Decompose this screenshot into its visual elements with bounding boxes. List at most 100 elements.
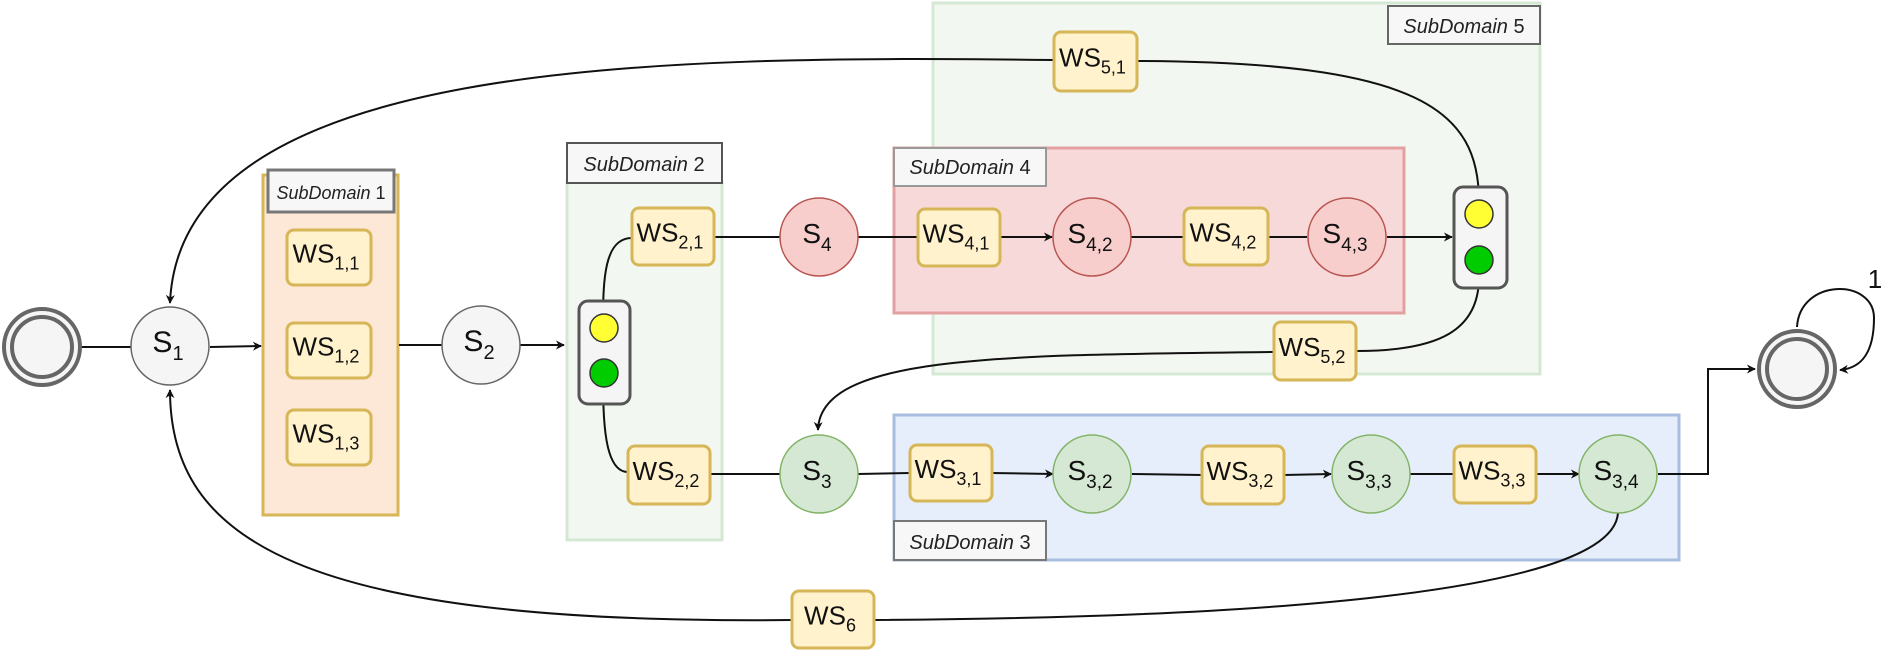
state-label: S1 — [152, 326, 183, 365]
ws-label: WS4,1 — [923, 219, 990, 254]
ws-label: WS1,1 — [293, 239, 360, 274]
ws-label: WS1,2 — [293, 332, 360, 367]
state-label: S4 — [802, 218, 832, 256]
signal-green — [1464, 245, 1494, 275]
ws-box-ws51: WS5,1 — [1052, 30, 1139, 93]
subdomain-1-tag — [266, 168, 396, 214]
state-node-s43: S4,3 — [1307, 197, 1387, 277]
ws-box-rect — [285, 321, 373, 380]
state-label: S4,3 — [1322, 218, 1367, 256]
state-node-s34: S3,4 — [1578, 434, 1658, 514]
ws-box-ws22: WS2,2 — [626, 444, 712, 506]
ws-box-ws21: WS2,1 — [630, 206, 716, 267]
subdomain-5-tag — [1387, 5, 1541, 45]
ws-label: WS3,2 — [1207, 456, 1274, 491]
edge-s34-end — [1658, 364, 1756, 475]
subdomain-4-tag — [893, 147, 1047, 187]
edge-s32-ws32 — [1131, 473, 1203, 476]
state-label: S4,2 — [1067, 218, 1112, 256]
subdomain-5-label: SubDomain 5 — [1403, 16, 1524, 38]
traffic-light-icon — [1452, 185, 1509, 290]
edge-s1-sd1 — [209, 341, 262, 351]
state-node-s4: S4 — [779, 197, 859, 277]
ws-box-ws31: WS3,1 — [908, 443, 994, 503]
subdomain-3-label: SubDomain 3 — [909, 532, 1030, 554]
ws-box-rect — [1052, 30, 1139, 93]
end-node-icon — [1757, 329, 1837, 409]
state-label: S3 — [802, 455, 831, 493]
ws-box-rect — [916, 207, 1002, 268]
edges — [81, 58, 1876, 622]
start-node-icon — [2, 307, 82, 387]
signal-yellow — [589, 313, 619, 343]
state-nodes: S1 S2 S4 S4,2 S4,3 S3 S3,2 S3,3 S3,4 — [130, 197, 1658, 514]
subdomain-1-label: SubDomain 1 — [276, 183, 385, 203]
ws-label: WS3,1 — [915, 454, 982, 489]
edge-ws31-s32 — [991, 469, 1054, 479]
state-node-s3: S3 — [779, 434, 859, 514]
ws-box-rect — [1200, 444, 1286, 506]
ws-box-rect — [285, 228, 373, 287]
state-circle — [1578, 434, 1658, 514]
state-label: S3,2 — [1067, 455, 1112, 493]
ws-box-ws42: WS4,2 — [1182, 206, 1270, 267]
subdomain-3: SubDomain 3 — [892, 413, 1681, 562]
subdomain-2-label: SubDomain 2 — [583, 154, 704, 176]
edge-ws51-s1 — [165, 58, 1055, 304]
ws-box-rect — [630, 206, 716, 267]
state-circle — [779, 197, 859, 277]
state-circle — [1331, 434, 1411, 514]
subdomain-2-tag — [566, 142, 723, 184]
edge-end-self-loop — [1796, 288, 1876, 374]
ws-box-ws33: WS3,3 — [1452, 444, 1538, 505]
ws-label: WS2,1 — [637, 218, 704, 253]
ws-box-ws52: WS5,2 — [1272, 320, 1358, 382]
ws-box-rect — [1272, 320, 1358, 382]
ws-box-ws12: WS1,2 — [285, 321, 373, 380]
edge-signal-ws52 — [1355, 274, 1481, 352]
ws-label: WS5,1 — [1059, 43, 1126, 78]
state-label: S2 — [463, 325, 494, 364]
state-circle — [1307, 197, 1387, 277]
ws-box-rect — [790, 589, 876, 650]
state-node-s1: S1 — [130, 306, 210, 386]
ws-box-ws13: WS1,3 — [285, 408, 373, 467]
edge-s34-ws6 — [873, 512, 1619, 621]
state-circle — [130, 306, 210, 386]
state-node-s2: S2 — [441, 305, 521, 385]
state-node-s42: S4,2 — [1052, 197, 1132, 277]
edge-ws6-s1 — [165, 389, 793, 622]
self-loop-label: 1 — [1868, 264, 1881, 294]
edge-ws32-s33 — [1283, 469, 1332, 479]
subdomain-3-tag — [893, 520, 1047, 561]
ws-label: WS3,3 — [1459, 456, 1526, 491]
state-node-s33: S3,3 — [1331, 434, 1411, 514]
edge-signal-ws51 — [1136, 60, 1480, 203]
ws-box-rect — [1182, 206, 1270, 267]
edge-s3-ws31 — [857, 472, 911, 475]
state-circle — [1052, 434, 1132, 514]
ws-box-ws11: WS1,1 — [285, 228, 373, 287]
ws-box-rect — [908, 443, 994, 503]
ws-box-rect — [1452, 444, 1538, 505]
signal-yellow — [1464, 199, 1494, 229]
ws-label: WS1,3 — [293, 419, 360, 454]
edge-ws52-s3 — [813, 351, 1275, 431]
ws-box-rect — [626, 444, 712, 506]
ws-box-ws6: WS6 — [790, 589, 876, 650]
ws-label: WS4,2 — [1190, 218, 1257, 253]
state-circle — [779, 434, 859, 514]
state-label: S3,3 — [1346, 455, 1391, 493]
ws-box-ws41: WS4,1 — [916, 207, 1002, 268]
signal-green — [589, 358, 619, 388]
ws-label: WS2,2 — [633, 456, 700, 491]
subdomain-4-label: SubDomain 4 — [909, 157, 1030, 179]
traffic-light-icon — [577, 299, 632, 406]
ws-label: WS5,2 — [1279, 332, 1346, 367]
state-node-s32: S3,2 — [1052, 434, 1132, 514]
ws-box-rect — [285, 408, 373, 467]
state-circle — [441, 305, 521, 385]
service-nodes: WS1,1 WS1,2 WS1,3 WS2,1 WS2,2 WS4,1 WS4,… — [285, 30, 1538, 650]
ws-box-ws32: WS3,2 — [1200, 444, 1286, 506]
